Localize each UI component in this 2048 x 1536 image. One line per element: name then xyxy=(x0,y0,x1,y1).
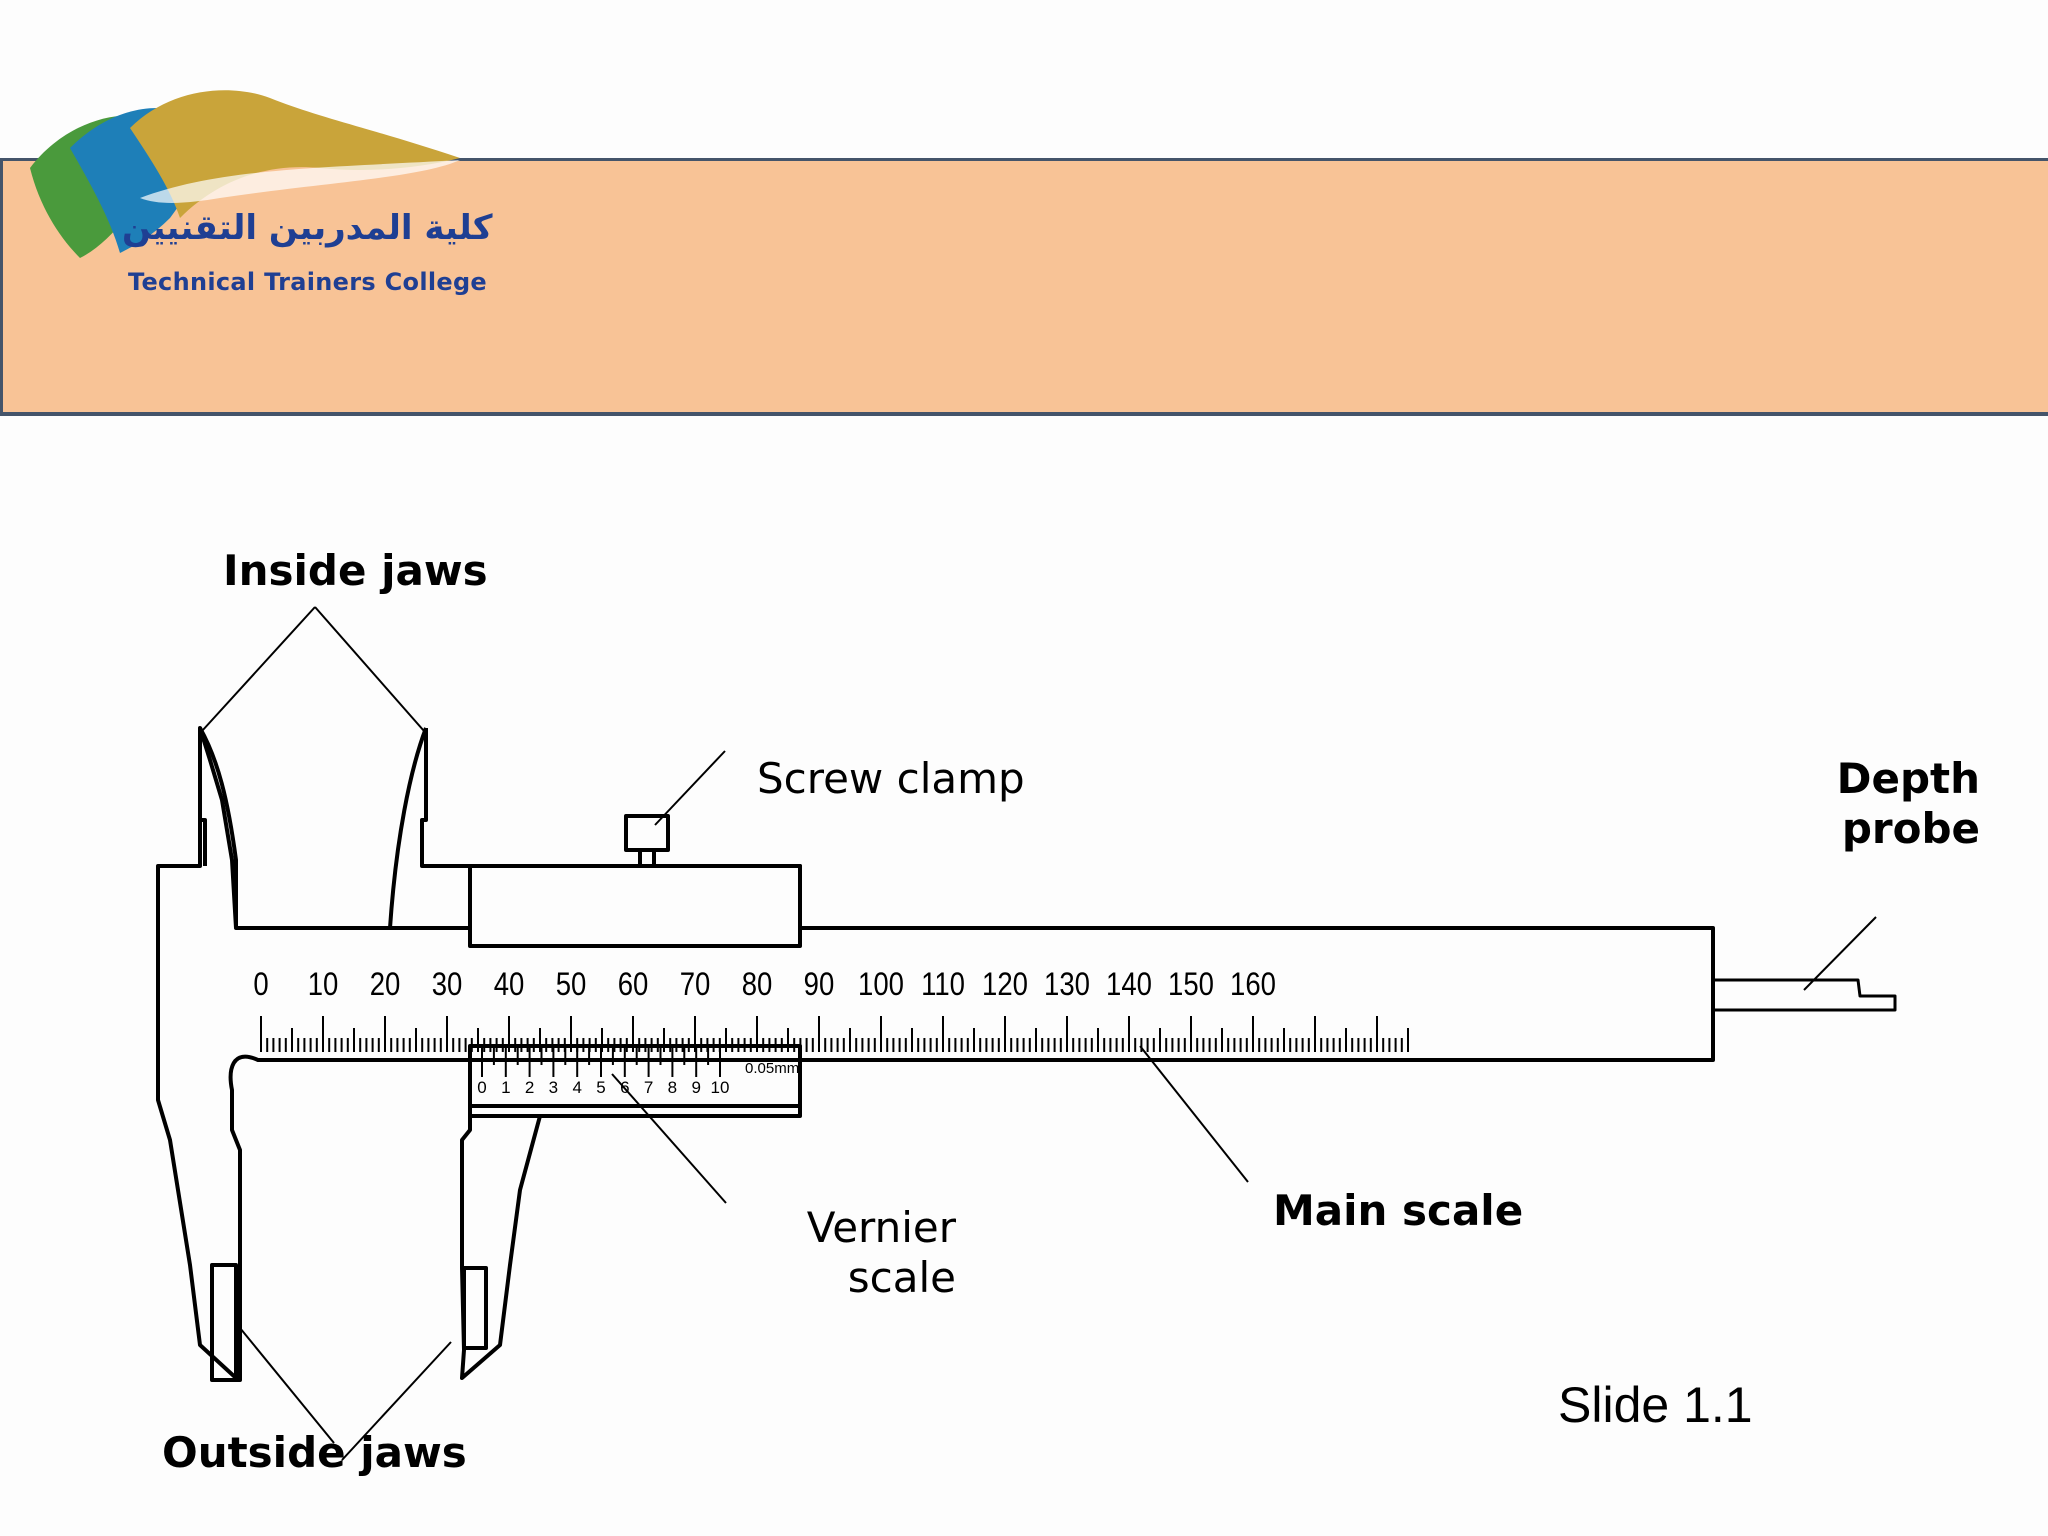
vernier-unit-label: 0.05mm xyxy=(745,1060,799,1077)
vernier-scale-number: 9 xyxy=(691,1078,700,1097)
main-scale-number: 50 xyxy=(556,967,587,1002)
sliding-jaw-upper xyxy=(388,727,470,929)
main-scale-number: 0 xyxy=(253,967,268,1002)
vernier-scale-number: 10 xyxy=(711,1078,730,1097)
leader-depth-probe xyxy=(1803,916,1877,991)
vernier-scale-number: 0 xyxy=(477,1078,486,1097)
main-scale-number: 100 xyxy=(858,967,904,1002)
logo-arabic-name: كلية المدربين التقنيين xyxy=(122,208,493,248)
main-scale-number: 20 xyxy=(370,967,401,1002)
leader-main-scale xyxy=(1139,1045,1249,1183)
main-scale-number: 120 xyxy=(982,967,1028,1002)
vernier-slider xyxy=(468,864,802,948)
leader-vernier-scale xyxy=(611,1073,727,1204)
sliding-jaw-lower xyxy=(460,1106,542,1380)
vernier-scale-number: 4 xyxy=(572,1078,581,1097)
main-scale-number: 160 xyxy=(1230,967,1276,1002)
leader-outside-jaws-left xyxy=(239,1327,335,1444)
label-depth-probe-line2: probe xyxy=(1841,804,1980,854)
main-scale-number: 10 xyxy=(308,967,339,1002)
vernier-scale-number: 7 xyxy=(644,1078,653,1097)
main-scale-number: 150 xyxy=(1168,967,1214,1002)
label-depth-probe-line1: Depth xyxy=(1836,754,1980,803)
vernier-scale-number: 3 xyxy=(549,1078,558,1097)
main-scale-number: 70 xyxy=(680,967,711,1002)
leader-inside-jaws-right xyxy=(314,606,425,732)
label-vernier-scale-line1: Vernier xyxy=(806,1203,956,1252)
logo-white-wave xyxy=(140,160,460,203)
label-main-scale: Main scale xyxy=(1273,1186,1524,1235)
vernier-scale-number: 2 xyxy=(525,1078,534,1097)
fixed-outside-jaw-tip xyxy=(210,1263,238,1382)
logo-english-name: Technical Trainers College xyxy=(128,268,488,296)
label-depth-probe: Depth probe xyxy=(1830,754,1980,855)
leader-outside-jaws-right xyxy=(341,1341,452,1461)
vernier-scale-number: 5 xyxy=(596,1078,605,1097)
leader-screw-clamp xyxy=(654,750,726,826)
main-scale-ticks xyxy=(260,1016,1409,1052)
main-scale-number: 30 xyxy=(432,967,463,1002)
label-vernier-scale-line2: scale xyxy=(847,1253,956,1303)
label-vernier-scale: Vernier scale xyxy=(758,1203,956,1304)
slide-number: Slide 1.1 xyxy=(1558,1377,1753,1433)
main-scale-numbers: 0 10 20 30 40 50 60 70 80 90 100 110 120 130 140 150 160 xyxy=(253,967,1276,1002)
screw-clamp-head xyxy=(624,814,670,852)
main-scale-number: 110 xyxy=(921,967,965,1002)
main-scale-number: 140 xyxy=(1106,967,1152,1002)
main-scale-number: 60 xyxy=(618,967,649,1002)
header-band xyxy=(0,158,2048,416)
screw-clamp-stem xyxy=(638,848,656,868)
main-scale-number: 80 xyxy=(742,967,773,1002)
label-inside-jaws: Inside jaws xyxy=(223,546,488,595)
vernier-scale-number: 1 xyxy=(501,1078,510,1097)
caliper-outline xyxy=(156,726,1897,1382)
label-outside-jaws: Outside jaws xyxy=(162,1428,467,1477)
vernier-scale-number: 8 xyxy=(668,1078,677,1097)
fixed-jaw-curve xyxy=(198,727,238,928)
main-scale-number: 130 xyxy=(1044,967,1090,1002)
college-logo xyxy=(30,90,460,258)
label-screw-clamp: Screw clamp xyxy=(757,754,1025,803)
main-scale-number: 90 xyxy=(804,967,835,1002)
sliding-outside-jaw-tip xyxy=(462,1266,488,1350)
main-scale-number: 40 xyxy=(494,967,525,1002)
depth-probe-rod xyxy=(1713,978,1897,1012)
fixed-jaw-inner-lip xyxy=(198,728,207,866)
vernier-scale-ticks xyxy=(481,1047,721,1077)
leader-inside-jaws-left xyxy=(201,606,316,732)
leader-lines xyxy=(201,606,1877,1461)
